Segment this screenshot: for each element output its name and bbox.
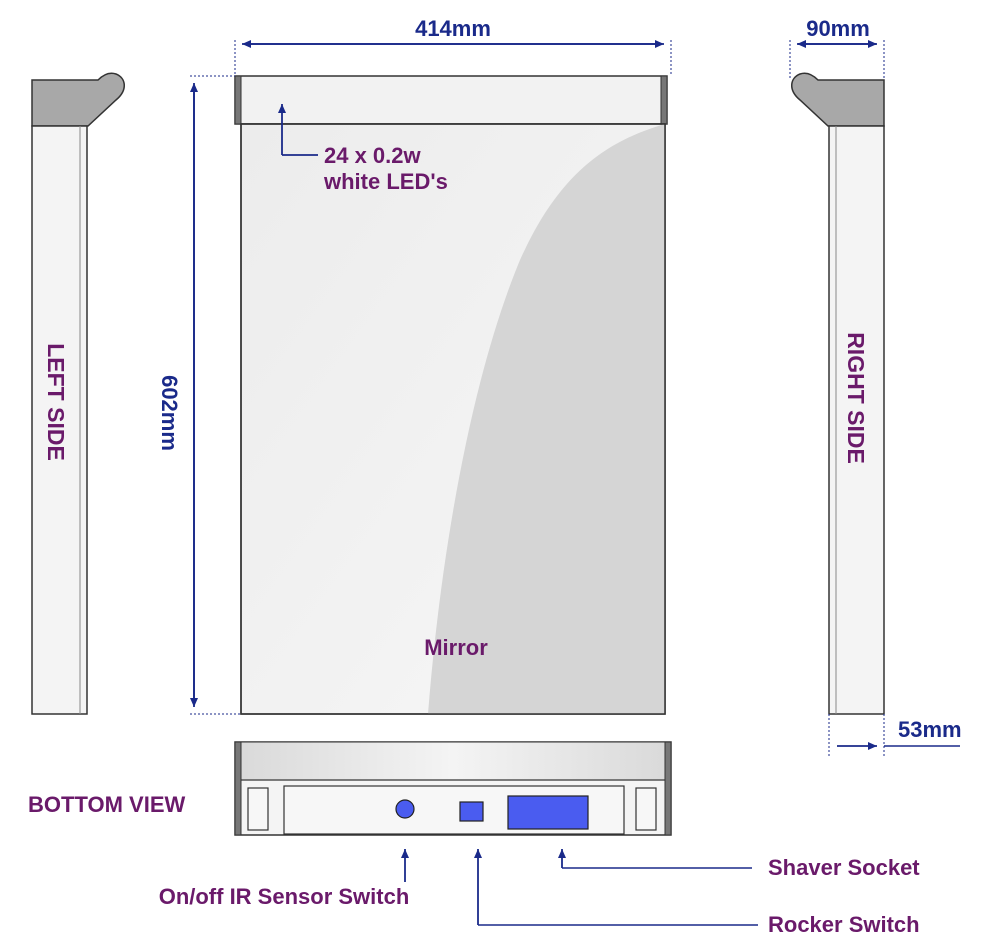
- ir-sensor-callout: On/off IR Sensor Switch: [159, 849, 410, 909]
- width-label: 414mm: [415, 16, 491, 41]
- led-count-label: 24 x 0.2w: [324, 143, 422, 168]
- left-side-label: LEFT SIDE: [43, 343, 69, 461]
- right-side-label: RIGHT SIDE: [843, 332, 869, 464]
- mirror-label: Mirror: [424, 635, 488, 660]
- front-view: Mirror: [234, 75, 668, 715]
- rocker-callout: Rocker Switch: [474, 849, 920, 937]
- ir-sensor-label: On/off IR Sensor Switch: [159, 884, 410, 909]
- shaver-socket-icon: [507, 795, 589, 830]
- top-depth-label: 90mm: [806, 16, 870, 41]
- left-side-panel: LEFT SIDE: [31, 72, 125, 715]
- top-depth-dimension: 90mm: [789, 16, 885, 80]
- led-light-bar: [234, 75, 668, 125]
- right-side-panel: RIGHT SIDE: [791, 72, 885, 715]
- bottom-depth-dimension: 53mm: [828, 714, 962, 756]
- rocker-label: Rocker Switch: [768, 912, 920, 937]
- bottom-depth-label: 53mm: [898, 717, 962, 742]
- led-callout: 24 x 0.2w white LED's: [278, 104, 448, 194]
- width-dimension: 414mm: [234, 16, 672, 76]
- led-type-label: white LED's: [323, 169, 448, 194]
- height-label: 602mm: [157, 375, 182, 451]
- bottom-view: [234, 741, 672, 836]
- rocker-switch-icon: [459, 801, 484, 822]
- bottom-view-label: BOTTOM VIEW: [28, 792, 185, 817]
- shaver-callout: Shaver Socket: [558, 849, 920, 880]
- ir-sensor-icon: [395, 799, 415, 819]
- shaver-label: Shaver Socket: [768, 855, 920, 880]
- height-dimension: 602mm: [157, 75, 241, 715]
